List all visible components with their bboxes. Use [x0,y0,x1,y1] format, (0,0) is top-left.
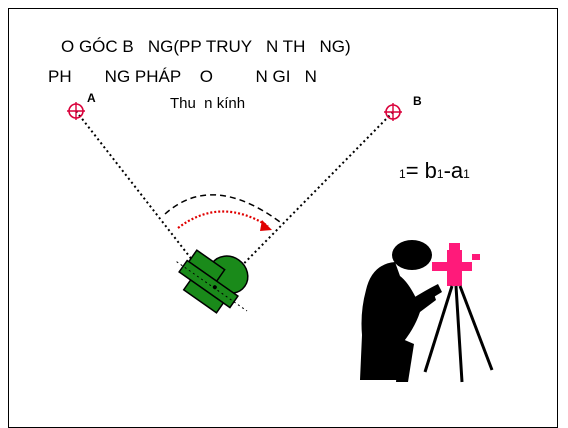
angle-formula: 1= b1-a1 [399,160,470,182]
target-a-icon [67,102,85,120]
tripod-head-icon [432,243,480,286]
formula-equals: = b [405,158,437,183]
tripod-legs [423,285,494,383]
slide-frame [8,8,558,428]
formula-minus: -a [443,158,464,183]
angle-arrowhead [260,220,272,231]
angle-arc-measured [177,210,269,229]
sight-line-b [207,111,394,301]
formula-lhs-sub: 1 [399,167,406,181]
sight-line-a [75,110,201,271]
title-line-2: PH NG PHÁP O N GI N [48,67,317,86]
angle-arc-outer [164,194,281,223]
surveyor-silhouette-icon [360,240,442,382]
point-a-label: A [87,91,96,105]
target-b-icon [384,103,402,121]
theodolite-icon [176,249,249,314]
formula-a-sub: 1 [463,167,470,181]
subtitle: Thu n kính [170,95,246,112]
formula-b-sub: 1 [436,167,444,181]
point-b-label: B [413,94,422,108]
title-line-1: O GÓC B NG(PP TRUY N TH NG) [61,37,351,56]
